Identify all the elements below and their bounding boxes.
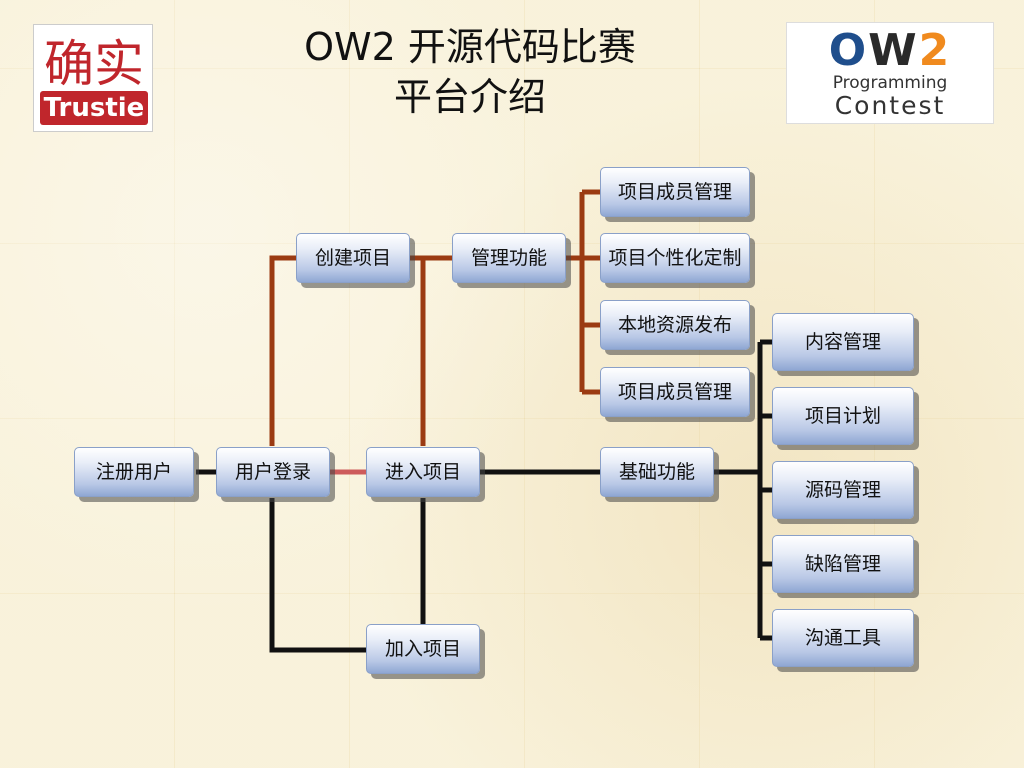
slide-title-line1: OW2 开源代码比赛 (304, 25, 636, 69)
node-source-management: 源码管理 (772, 461, 914, 519)
node-basic-functions: 基础功能 (600, 447, 714, 497)
ow2-logo-2: 2 (918, 25, 952, 76)
slide-title: OW2 开源代码比赛 平台介绍 (250, 22, 690, 122)
ow2-logo-o: O (828, 25, 869, 76)
node-project-member-management-2: 项目成员管理 (600, 367, 750, 417)
node-user-login: 用户登录 (216, 447, 330, 497)
ow2-logo-mark: OW2 (787, 25, 993, 77)
trustie-logo-band: Trustie (40, 91, 148, 125)
node-content-management: 内容管理 (772, 313, 914, 371)
node-project-member-management: 项目成员管理 (600, 167, 750, 217)
edge-login-create (269, 255, 296, 446)
node-register-user: 注册用户 (74, 447, 194, 497)
node-defect-management: 缺陷管理 (772, 535, 914, 593)
trustie-stamp-text: 确实 (44, 35, 144, 91)
edge-login-join (269, 498, 366, 653)
trustie-logo: 确实 Trustie (33, 24, 153, 132)
ow2-logo-programming: Programming (832, 73, 948, 93)
ow2-contest-logo: OW2 Programming Contest (786, 22, 994, 124)
node-enter-project: 进入项目 (366, 447, 480, 497)
ow2-logo-contest: Contest (834, 91, 946, 120)
node-local-resource-publish: 本地资源发布 (600, 300, 750, 350)
ow2-logo-w: W (868, 25, 919, 76)
node-create-project: 创建项目 (296, 233, 410, 283)
node-project-plan: 项目计划 (772, 387, 914, 445)
node-communication-tools: 沟通工具 (772, 609, 914, 667)
node-join-project: 加入项目 (366, 624, 480, 674)
node-project-customization: 项目个性化定制 (600, 233, 750, 283)
trustie-stamp-chars: 确实 (44, 35, 144, 91)
node-management-functions: 管理功能 (452, 233, 566, 283)
slide-title-line2: 平台介绍 (393, 75, 546, 119)
